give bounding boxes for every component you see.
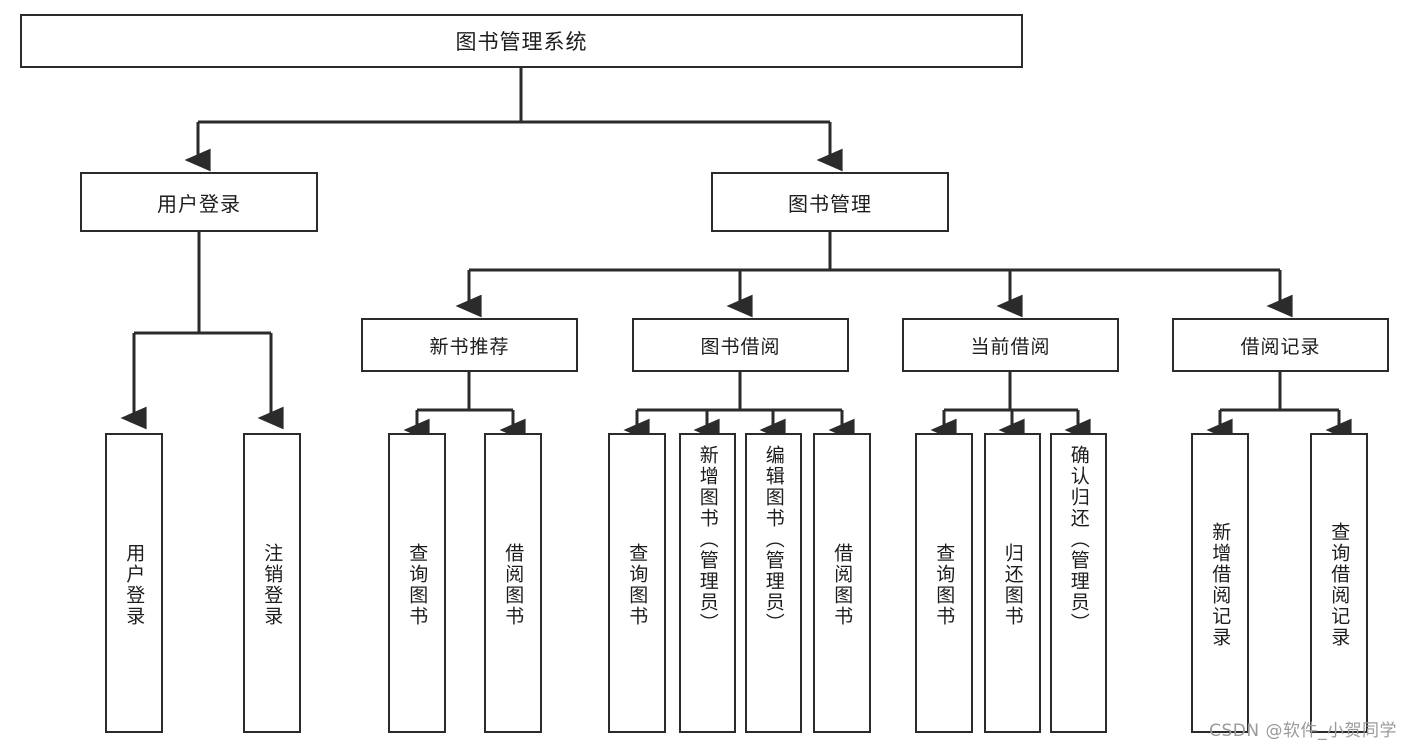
leaf-borrow-add-book-admin-inner: 新增图书（管理员） (681, 439, 734, 731)
leaf-borrow-add-book-admin-label: 新增图书（管理员） (696, 445, 719, 634)
node-current-borrow[interactable]: 当前借阅 (902, 318, 1119, 372)
leaf-borrow-query-book-inner: 查询图书 (610, 439, 664, 731)
leaf-newbook-query-book[interactable]: 查询图书 (388, 433, 446, 733)
leaf-newbook-borrow-book[interactable]: 借阅图书 (484, 433, 542, 733)
leaf-current-confirm-return-admin[interactable]: 确认归还（管理员） (1050, 433, 1107, 733)
leaf-user-login-label: 用户登录 (123, 543, 146, 627)
node-book-borrow[interactable]: 图书借阅 (632, 318, 849, 372)
leaf-record-add-record[interactable]: 新增借阅记录 (1191, 433, 1249, 733)
leaf-borrow-edit-book-admin-inner: 编辑图书（管理员） (747, 439, 800, 731)
leaf-current-confirm-return-admin-inner: 确认归还（管理员） (1052, 439, 1105, 731)
leaf-newbook-borrow-book-label: 借阅图书 (502, 543, 525, 627)
leaf-borrow-query-book-label: 查询图书 (626, 543, 649, 627)
leaf-borrow-add-book-admin[interactable]: 新增图书（管理员） (679, 433, 736, 733)
node-root-label: 图书管理系统 (455, 30, 588, 54)
leaf-borrow-edit-book-admin[interactable]: 编辑图书（管理员） (745, 433, 802, 733)
leaf-current-query-book-label: 查询图书 (933, 543, 956, 627)
leaf-current-confirm-return-admin-label: 确认归还（管理员） (1067, 445, 1090, 634)
node-current-borrow-label: 当前借阅 (970, 335, 1051, 358)
node-root-system[interactable]: 图书管理系统 (20, 14, 1023, 68)
leaf-borrow-lend-book-label: 借阅图书 (831, 543, 854, 627)
leaf-record-add-record-label: 新增借阅记录 (1209, 522, 1232, 648)
leaf-newbook-query-book-label: 查询图书 (406, 543, 429, 627)
leaf-logout-inner: 注销登录 (245, 439, 299, 731)
leaf-newbook-borrow-book-inner: 借阅图书 (486, 439, 540, 731)
node-new-book-recommend-label: 新书推荐 (429, 335, 510, 358)
node-new-book-recommend[interactable]: 新书推荐 (361, 318, 578, 372)
node-book-management[interactable]: 图书管理 (711, 172, 949, 232)
node-borrow-record[interactable]: 借阅记录 (1172, 318, 1389, 372)
leaf-newbook-query-book-inner: 查询图书 (390, 439, 444, 731)
leaf-logout-label: 注销登录 (261, 543, 284, 627)
leaf-borrow-lend-book-inner: 借阅图书 (815, 439, 869, 731)
leaf-borrow-lend-book[interactable]: 借阅图书 (813, 433, 871, 733)
leaf-record-add-record-inner: 新增借阅记录 (1193, 439, 1247, 731)
csdn-watermark: CSDN @软件_小贺同学 (1209, 721, 1397, 741)
leaf-borrow-query-book[interactable]: 查询图书 (608, 433, 666, 733)
node-book-borrow-label: 图书借阅 (700, 335, 781, 358)
node-borrow-record-label: 借阅记录 (1240, 335, 1321, 358)
leaf-current-return-book-inner: 归还图书 (986, 439, 1039, 731)
leaf-record-query-record-inner: 查询借阅记录 (1312, 439, 1366, 731)
leaf-record-query-record-label: 查询借阅记录 (1328, 522, 1351, 648)
leaf-current-return-book[interactable]: 归还图书 (984, 433, 1041, 733)
leaf-borrow-edit-book-admin-label: 编辑图书（管理员） (762, 445, 785, 634)
node-book-management-label: 图书管理 (788, 191, 872, 216)
leaf-logout[interactable]: 注销登录 (243, 433, 301, 733)
leaf-current-return-book-label: 归还图书 (1001, 543, 1024, 627)
leaf-user-login[interactable]: 用户登录 (105, 433, 163, 733)
leaf-current-query-book-inner: 查询图书 (917, 439, 971, 731)
node-user-login-label: 用户登录 (157, 191, 241, 216)
leaf-record-query-record[interactable]: 查询借阅记录 (1310, 433, 1368, 733)
leaf-current-query-book[interactable]: 查询图书 (915, 433, 973, 733)
leaf-user-login-inner: 用户登录 (107, 439, 161, 731)
node-user-login[interactable]: 用户登录 (80, 172, 318, 232)
